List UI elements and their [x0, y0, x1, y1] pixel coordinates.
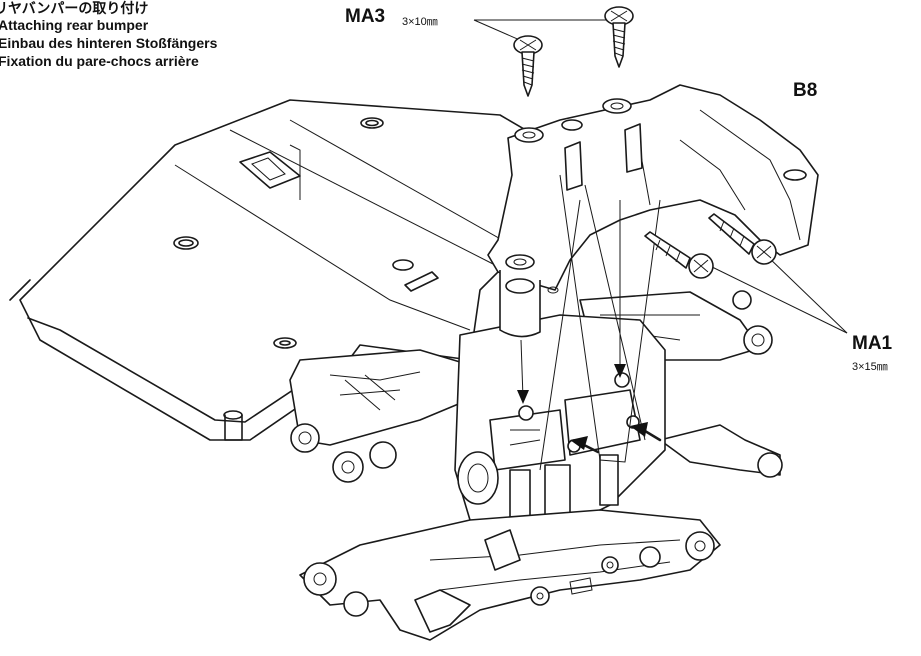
rear-suspension-assembly	[289, 290, 783, 641]
guide-lines	[473, 19, 848, 471]
screw-ma1-left	[644, 231, 714, 279]
caption-french: Fixation du pare-chocs arrière	[0, 53, 199, 69]
screw-ma1-right	[708, 213, 777, 265]
rear-bumper-b8	[487, 84, 819, 338]
label-ma1: MA1	[852, 333, 893, 354]
chassis-plate	[9, 99, 561, 441]
screw-ma3-right	[604, 6, 634, 68]
caption-german: Einbau des hinteren Stoßfängers	[0, 35, 218, 51]
screw-ma3-left	[513, 35, 543, 97]
label-ma3-size: 3×10㎜	[402, 16, 438, 28]
caption-japanese: リヤバンパーの取り付け	[0, 0, 149, 16]
label-ma1-size: 3×15㎜	[852, 361, 888, 373]
label-ma3: MA3	[345, 6, 386, 27]
caption-english: Attaching rear bumper	[0, 17, 149, 33]
label-b8: B8	[793, 80, 818, 101]
